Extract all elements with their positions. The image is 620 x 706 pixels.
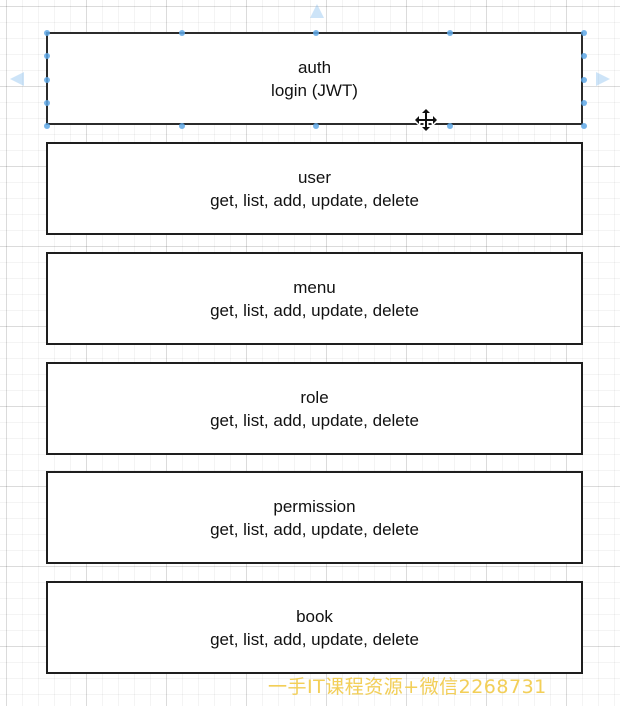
module-detail: get, list, add, update, delete (210, 410, 419, 430)
move-cursor-icon (414, 108, 438, 132)
selection-handle-icon[interactable] (581, 100, 587, 106)
module-title: user (297, 167, 332, 187)
module-title: auth (297, 57, 332, 77)
module-box-auth[interactable]: auth login (JWT) (46, 32, 583, 125)
module-box-menu[interactable]: menu get, list, add, update, delete (46, 252, 583, 345)
module-title: permission (273, 496, 356, 516)
selection-handle-icon[interactable] (179, 30, 185, 36)
selection-handle-icon[interactable] (44, 123, 50, 129)
selection-handle-icon[interactable] (581, 53, 587, 59)
selection-handle-icon[interactable] (44, 100, 50, 106)
module-box-user[interactable]: user get, list, add, update, delete (46, 142, 583, 235)
module-title: role (300, 387, 329, 407)
selection-handle-icon[interactable] (581, 77, 587, 83)
selection-handle-icon[interactable] (581, 30, 587, 36)
module-detail: get, list, add, update, delete (210, 300, 419, 320)
module-box-role[interactable]: role get, list, add, update, delete (46, 362, 583, 455)
module-detail: get, list, add, update, delete (210, 190, 419, 210)
connector-arrow-top-icon[interactable] (310, 4, 324, 18)
watermark-text: 一手IT课程资源+微信2268731 (268, 676, 547, 698)
module-title: menu (293, 277, 336, 297)
connector-arrow-left-icon[interactable] (10, 72, 24, 86)
module-detail: get, list, add, update, delete (210, 629, 419, 649)
module-box-permission[interactable]: permission get, list, add, update, delet… (46, 471, 583, 564)
module-detail: login (JWT) (271, 80, 358, 100)
module-title: book (296, 606, 333, 626)
selection-handle-icon[interactable] (447, 30, 453, 36)
module-detail: get, list, add, update, delete (210, 519, 419, 539)
selection-handle-icon[interactable] (313, 123, 319, 129)
selection-handle-icon[interactable] (179, 123, 185, 129)
module-box-book[interactable]: book get, list, add, update, delete (46, 581, 583, 674)
selection-handle-icon[interactable] (44, 53, 50, 59)
selection-handle-icon[interactable] (44, 30, 50, 36)
selection-handle-icon[interactable] (44, 77, 50, 83)
selection-handle-icon[interactable] (581, 123, 587, 129)
connector-arrow-right-icon[interactable] (596, 72, 610, 86)
selection-handle-icon[interactable] (313, 30, 319, 36)
selection-handle-icon[interactable] (447, 123, 453, 129)
